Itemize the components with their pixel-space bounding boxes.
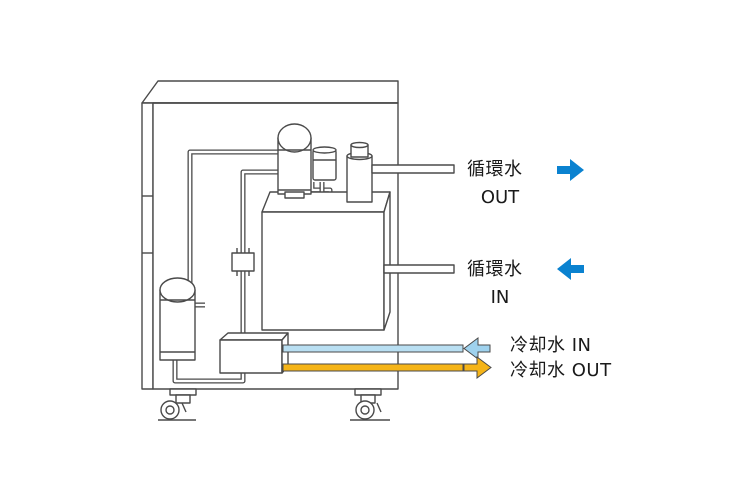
caster-right bbox=[350, 388, 390, 421]
compressor bbox=[277, 123, 312, 199]
cool-out-line bbox=[282, 363, 464, 372]
cool-in-line bbox=[282, 344, 464, 353]
circ-in-label-en: IN bbox=[490, 287, 510, 308]
tank bbox=[261, 191, 391, 331]
heat-exchanger bbox=[219, 332, 289, 374]
circ-out-label-jp: 循環水 bbox=[467, 159, 523, 180]
circ-out-label-en: OUT bbox=[480, 187, 520, 208]
expansion-valve bbox=[231, 248, 255, 276]
circ-pipes bbox=[371, 164, 455, 274]
cool-out-label: 冷却水 OUT bbox=[510, 360, 612, 381]
pump-motor bbox=[346, 141, 373, 203]
accumulator bbox=[159, 277, 196, 361]
cabinet-top bbox=[141, 80, 399, 104]
tank-side-face bbox=[383, 191, 391, 331]
circ-out-arrow bbox=[557, 159, 584, 181]
cool-in-label: 冷却水 IN bbox=[510, 335, 592, 356]
circ-out-pipe bbox=[371, 164, 455, 174]
circ-in-arrow bbox=[557, 258, 584, 280]
filter-drier bbox=[312, 146, 337, 181]
cool-out-arrow bbox=[463, 356, 492, 379]
circ-in-label-jp: 循環水 bbox=[467, 259, 523, 280]
tank-front-face bbox=[261, 211, 385, 331]
caster-left bbox=[158, 388, 197, 421]
cool-in-arrow bbox=[463, 337, 491, 360]
flow-arrows bbox=[463, 159, 584, 379]
cooling-water-lines bbox=[282, 344, 464, 372]
circ-in-pipe bbox=[383, 264, 455, 274]
cabinet-side-panel bbox=[141, 102, 154, 390]
